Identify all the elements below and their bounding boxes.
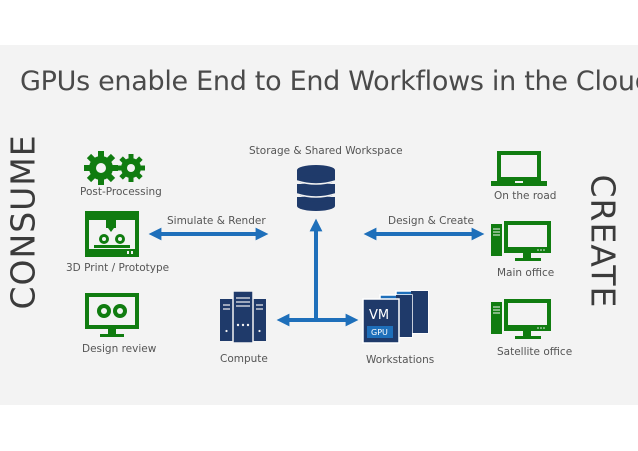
post-processing-label: Post-Processing [80, 186, 162, 198]
print-prototype-label: 3D Print / Prototype [66, 262, 170, 274]
main-office-label: Main office [497, 267, 555, 279]
compute-label: Compute [220, 353, 268, 365]
storage-label: Storage & Shared Workspace [249, 145, 403, 157]
vm-badge: VM [369, 308, 390, 323]
3d-printer-icon [85, 211, 139, 257]
server-rack-icon [220, 290, 266, 344]
simulate-render-label: Simulate & Render [167, 215, 266, 227]
design-review-label: Design review [82, 343, 157, 355]
desktop-computer-icon [491, 221, 551, 261]
database-icon [296, 165, 336, 211]
gears-icon [84, 151, 145, 185]
design-review-monitor-icon [85, 293, 139, 337]
design-create-label: Design & Create [388, 215, 475, 227]
workstations-label: Workstations [366, 354, 435, 366]
satellite-office-label: Satellite office [497, 346, 573, 358]
desktop-computer-icon [491, 299, 551, 339]
gpu-badge: GPU [371, 328, 388, 337]
on-the-road-label: On the road [494, 190, 557, 202]
page-title: GPUs enable End to End Workflows in the … [20, 66, 638, 97]
laptop-icon [491, 151, 547, 186]
virtual-machine-stack-icon [362, 290, 429, 344]
